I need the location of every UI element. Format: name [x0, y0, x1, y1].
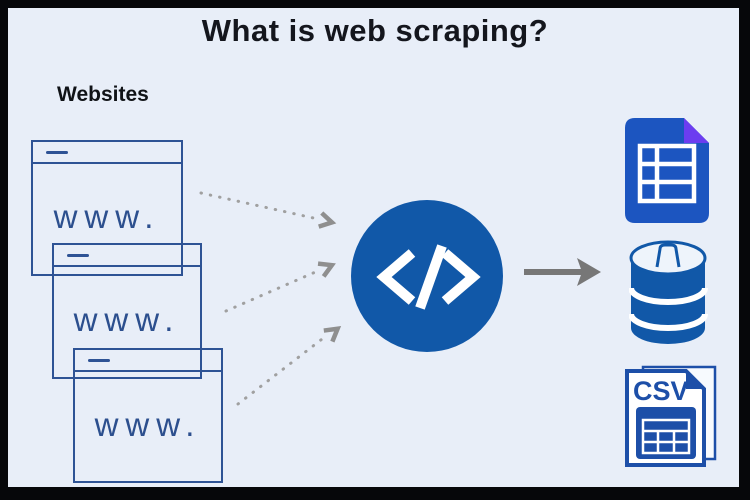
websites-label: Websites [57, 83, 149, 106]
csv-table-panel [636, 407, 696, 459]
csv-file-icon: CSV [625, 365, 717, 467]
minimize-dash-icon [88, 359, 110, 362]
browser-window-2: www. [52, 243, 202, 379]
browser-titlebar [54, 245, 200, 267]
minimize-dash-icon [46, 151, 68, 154]
database-cap [655, 243, 681, 268]
www-text: www. [73, 301, 181, 338]
browser-window-3: www. [73, 348, 223, 483]
spreadsheet-icon [625, 118, 709, 223]
csv-table-grid [641, 418, 691, 455]
www-text: www. [53, 198, 161, 235]
csv-label: CSV [633, 376, 689, 406]
browser-titlebar [33, 142, 181, 164]
database-bands [629, 287, 708, 331]
browser-window-1: www. [31, 140, 183, 276]
www-text: www. [94, 406, 202, 443]
minimize-dash-icon [67, 254, 89, 257]
database-icon [629, 240, 708, 344]
folded-corner [684, 118, 709, 143]
spreadsheet-grid [637, 143, 697, 204]
browser-titlebar [75, 350, 221, 372]
folded-corner [686, 371, 704, 389]
page-title: What is web scraping? [201, 13, 549, 48]
